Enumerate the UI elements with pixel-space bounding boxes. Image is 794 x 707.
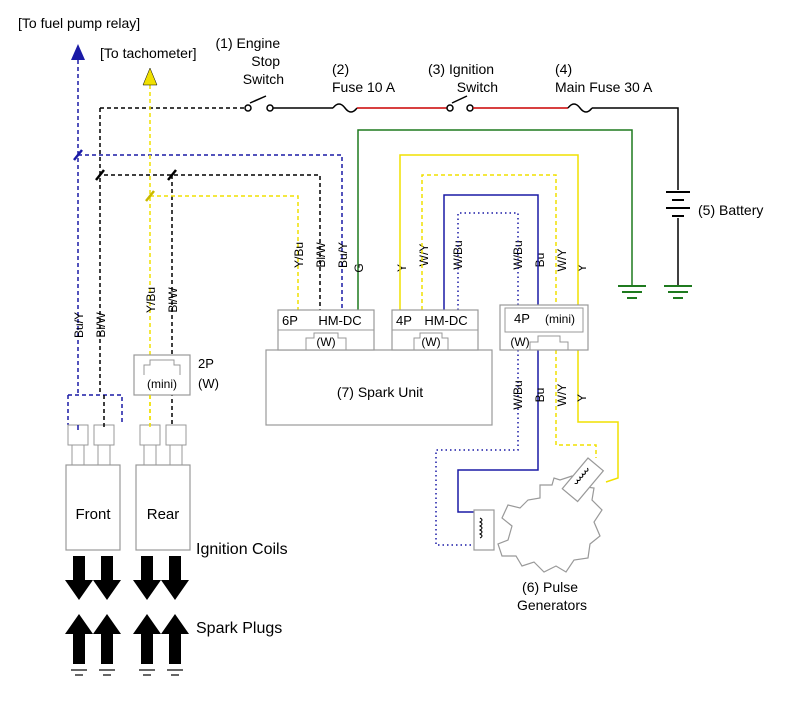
fuel-pump-relay-label: [To fuel pump relay] <box>18 15 140 31</box>
coil-front-label: Front <box>75 506 111 523</box>
wire-label: Bl/W <box>314 242 328 268</box>
wire-label: Y/Bu <box>292 242 306 268</box>
fuse-10a-line-2: Fuse 10 A <box>332 79 396 95</box>
wire-label: Y <box>395 264 409 272</box>
spark-plugs-label: Spark Plugs <box>196 620 282 637</box>
tachometer-arrow <box>142 67 158 86</box>
w-bu-wires <box>435 212 519 546</box>
connector-pins: 2P <box>198 356 214 371</box>
w-y-wires <box>421 174 597 458</box>
connector-type: (mini) <box>545 312 575 326</box>
connector-4p-hm-dc: 4P HM-DC (W) <box>391 309 479 351</box>
yellow-wires <box>399 154 619 483</box>
wire-label: Y <box>575 264 589 272</box>
connector-pins: 4P <box>514 311 530 326</box>
left-wire-labels: Bu/Y Bl/W Y/Bu Bl/W <box>72 287 180 338</box>
engine-stop-switch-label: (1) Engine Stop Switch <box>216 35 284 87</box>
junction-marks <box>73 149 177 202</box>
pulse-generator <box>473 457 605 573</box>
battery-label: (5) Battery <box>698 202 763 218</box>
connector-2p-mini: (mini) 2P (W) <box>133 354 219 396</box>
ignition-coils-label: Ignition Coils <box>196 541 288 558</box>
ignition-switch-label: (3) Ignition Switch <box>428 61 498 95</box>
bu-y-wire <box>67 60 343 425</box>
ign-switch-line-2: Switch <box>457 79 498 95</box>
main-fuse-line-1: (4) <box>555 61 572 77</box>
fuse-10a-line-1: (2) <box>332 61 349 77</box>
connector-type: HM-DC <box>424 313 467 328</box>
connector-color: (W) <box>421 335 440 349</box>
bl-w-wires <box>99 108 321 425</box>
connector-color: (W) <box>510 335 529 349</box>
spark-unit-top-labels: Y/Bu Bl/W Bu/Y G Y W/Y W/Bu W/Bu Bu W/Y … <box>292 240 589 272</box>
wire-label: W/Bu <box>511 380 525 409</box>
bu-wires <box>443 194 539 513</box>
wire-label: Y <box>575 394 589 402</box>
ign-switch-line-1: (3) Ignition <box>428 61 494 77</box>
fuse-10a-label: (2) Fuse 10 A <box>332 61 396 95</box>
connector-pins: 4P <box>396 313 412 328</box>
connector-6p: 6P HM-DC (W) <box>277 309 375 351</box>
fuel-pump-arrow <box>71 44 85 60</box>
pulse-generators-label: (6) Pulse Generators <box>517 579 587 613</box>
spark-unit: (7) Spark Unit <box>265 349 493 426</box>
ignition-coils: Front Rear <box>65 395 191 551</box>
spark-unit-label: (7) Spark Unit <box>337 384 423 400</box>
pulse-line-2: Generators <box>517 597 587 613</box>
green-ground-wire <box>357 129 646 310</box>
pulse-line-1: (6) Pulse <box>522 579 578 595</box>
connector-color: (W) <box>198 376 219 391</box>
wire-label: Y/Bu <box>144 287 158 313</box>
wire-label: Bu/Y <box>336 242 350 268</box>
wire-label: Bl/W <box>166 287 180 313</box>
wire-label: G <box>352 263 366 272</box>
main-power-line <box>100 95 692 299</box>
spark-plug-arrows <box>65 556 189 664</box>
wire-label: W/Y <box>555 249 569 272</box>
spark-plug-grounds <box>71 669 183 676</box>
tachometer-label: [To tachometer] <box>100 45 197 61</box>
connector-color: (W) <box>316 335 335 349</box>
spark-unit-bottom-labels: W/Bu Bu W/Y Y <box>511 380 589 409</box>
main-fuse-label: (4) Main Fuse 30 A <box>555 61 653 95</box>
wire-label: Bu/Y <box>72 312 86 338</box>
connector-type: HM-DC <box>318 313 361 328</box>
wire-label: Bu <box>533 388 547 403</box>
connector-4p-mini: 4P (mini) (W) <box>499 304 589 351</box>
main-fuse-line-2: Main Fuse 30 A <box>555 79 653 95</box>
connector-type: (mini) <box>147 377 177 391</box>
wire-label: Bl/W <box>94 312 108 338</box>
engine-stop-line-3: Switch <box>243 71 284 87</box>
wire-label: W/Y <box>555 384 569 407</box>
wire-label: Bu <box>533 253 547 268</box>
engine-stop-line-2: Stop <box>251 53 280 69</box>
wire-label: W/Y <box>417 244 431 267</box>
coil-rear-label: Rear <box>147 506 180 523</box>
engine-stop-line-1: (1) Engine <box>216 35 281 51</box>
connector-pins: 6P <box>282 313 298 328</box>
